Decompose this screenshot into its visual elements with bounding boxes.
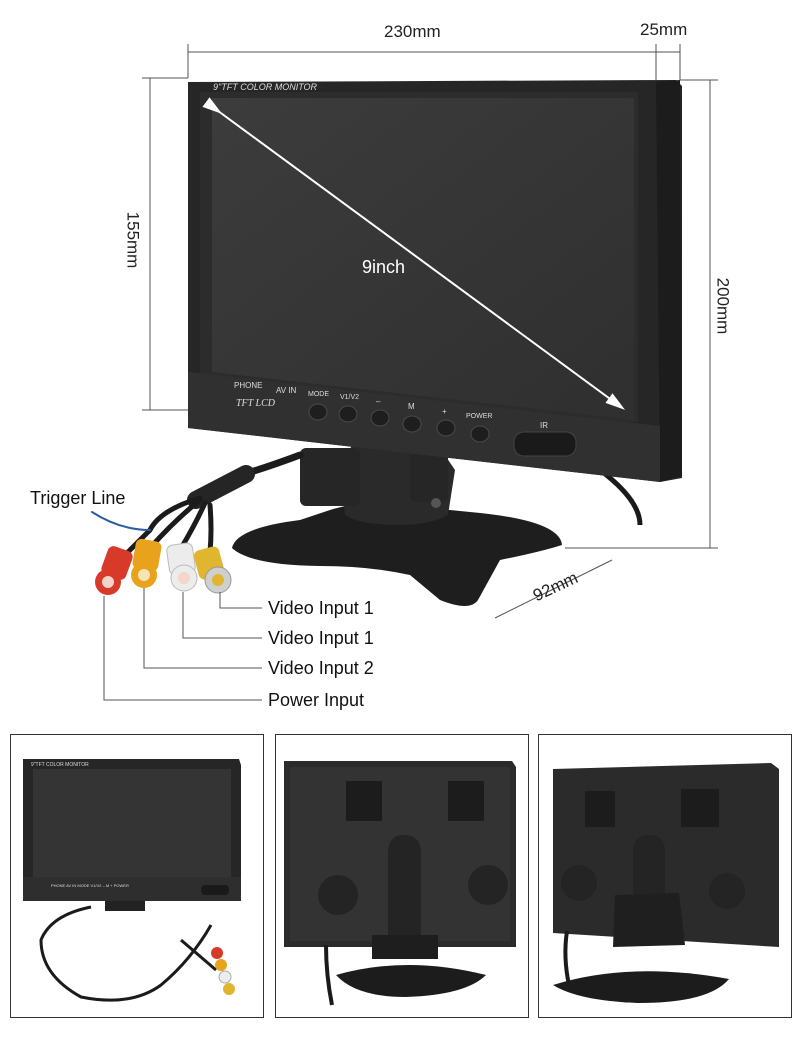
diagonal-label: 9inch — [362, 257, 406, 277]
cable-label-1: Video Input 1 — [268, 598, 374, 618]
button-label-minus: – — [376, 397, 381, 406]
main-product-illustration — [91, 44, 718, 701]
button-label-mode: MODE — [308, 391, 329, 398]
ir-label: IR — [540, 421, 548, 430]
avin-label: AV IN — [276, 386, 297, 395]
thumbnail-back-view — [275, 734, 529, 1018]
width-dimension: 230mm — [384, 22, 441, 41]
rca-connectors — [95, 538, 232, 595]
screen-height-dimension: 155mm — [123, 211, 143, 269]
phone-label: PHONE — [234, 381, 263, 390]
total-height-dimension: 200mm — [713, 277, 733, 335]
thumbnail-front-view: 9"TFT COLOR MONITOR PHONE AV IN MODE V1/… — [10, 734, 264, 1018]
button-label-v1v2: V1/V2 — [340, 394, 360, 401]
dimension-lines — [142, 44, 718, 619]
callout-lines — [103, 588, 262, 701]
diagonal-arrow — [202, 97, 626, 410]
cable-label-4: Power Input — [268, 690, 365, 710]
svg-text:PHONE AV IN MODE V1/V2 –: PHONE AV IN MODE V1/V2 – M + POWER — [51, 883, 129, 888]
button-panel — [308, 403, 577, 457]
cable-label-2: Video Input 1 — [268, 628, 374, 648]
depth-dimension: 25mm — [640, 20, 688, 39]
trigger-line-label: Trigger Line — [30, 488, 126, 508]
button-label-plus: + — [442, 407, 447, 416]
tft-lcd-label: TFT LCD — [236, 398, 276, 409]
thumbnail-back-angle-view — [538, 734, 792, 1018]
cable-label-3: Video Input 2 — [268, 658, 374, 678]
cable-harness — [91, 451, 304, 563]
svg-text:9"TFT COLOR MONITOR: 9"TFT COLOR MONITOR — [31, 762, 89, 768]
button-label-power: POWER — [466, 413, 493, 420]
monitor-stand — [232, 440, 562, 606]
monitor-brand-text: 9"TFT COLOR MONITOR — [213, 82, 318, 92]
button-label-m: M — [408, 402, 415, 411]
monitor-body — [188, 80, 682, 482]
